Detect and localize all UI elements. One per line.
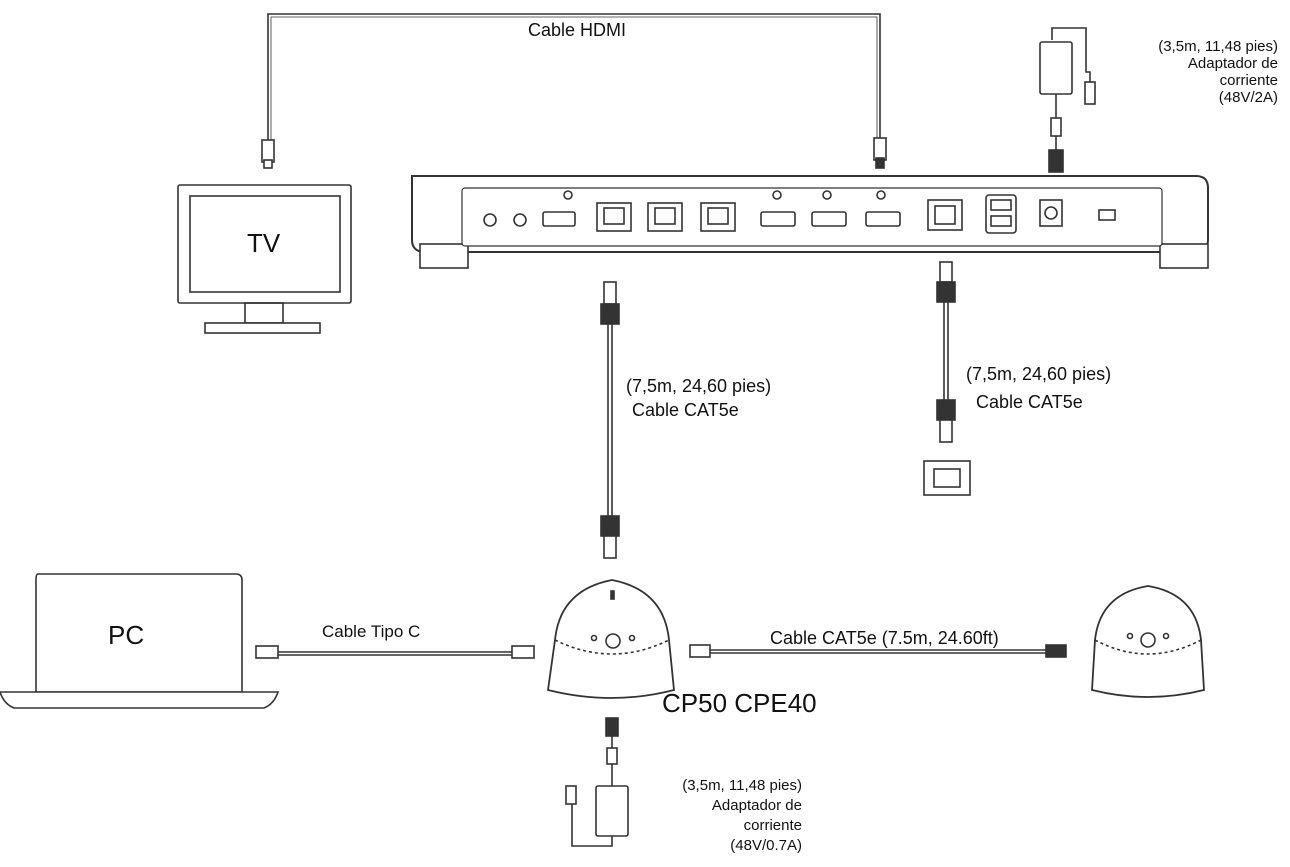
cat5e-cable-left [600,281,620,559]
hdmi-cable-label: Cable HDMI [528,20,627,40]
power-adapter-top-label: (3,5m, 11,48 pies) Adaptador de corrient… [1158,38,1278,106]
tv-label: TV [247,228,281,258]
speakerphone-icon [546,579,675,699]
power-adapter-icon [1039,27,1096,173]
cat5e-expansion-label: Cable CAT5e (7.5m, 24.60ft) [770,628,999,648]
monitor-icon [177,184,352,334]
power-adapter-icon-bottom [565,717,629,847]
power-adapter-bottom-label: (3,5m, 11,48 pies) Adaptador de corrient… [682,777,802,854]
expansion-microphone-icon [1091,585,1205,698]
speakerphone-model-label: CP50 CPE40 [662,688,817,718]
cat5e-right-label: (7,5m, 24,60 pies) Cable CAT5e [966,364,1112,412]
hdmi-cable [261,13,887,169]
laptop-icon [0,573,280,709]
video-hub-icon [411,175,1209,269]
pc-label: PC [108,620,145,650]
cat5e-expansion-cable [689,644,1067,658]
cat5e-cable-right [936,261,956,443]
usb-c-cable-label: Cable Tipo C [322,622,421,641]
cat5e-left-label: (7,5m, 24,60 pies) Cable CAT5e [626,376,772,420]
usb-c-cable [255,645,535,659]
ethernet-wall-jack-icon [923,460,971,496]
